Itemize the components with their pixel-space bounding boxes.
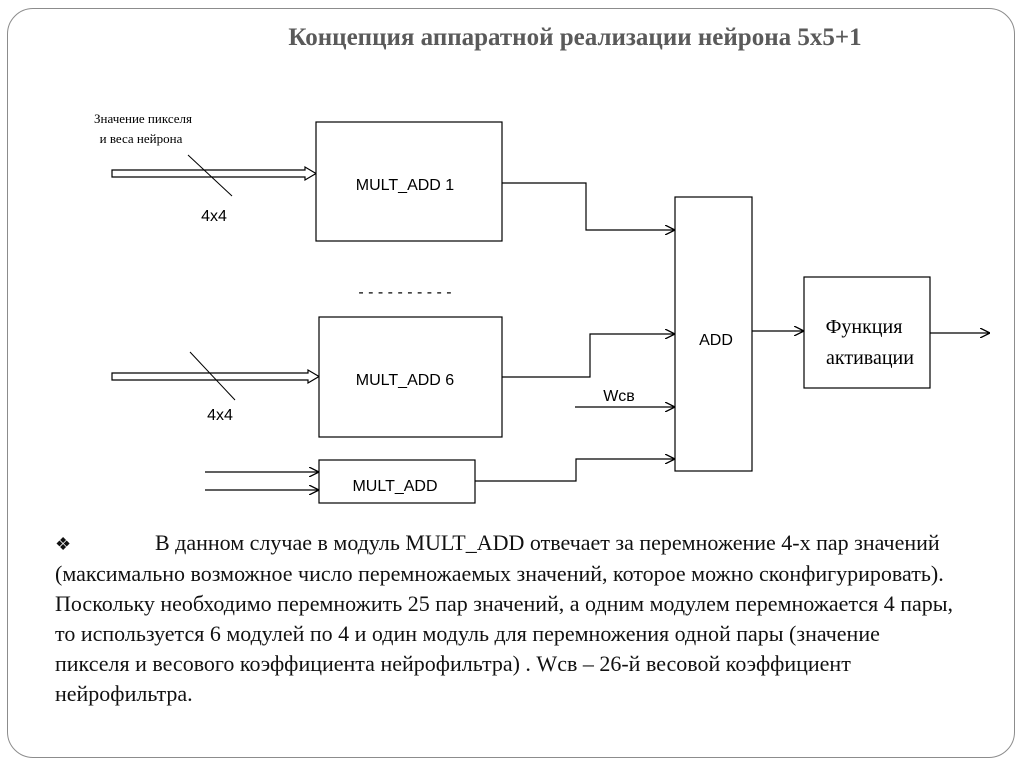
slide-frame <box>7 8 1015 758</box>
mult-add-single-label: MULT_ADD <box>352 478 437 495</box>
activation-label-line1: Функция <box>826 316 903 338</box>
input-bus-arrow-1 <box>111 165 318 182</box>
mult-add-single-block <box>318 459 476 504</box>
activation-label-line2: активации <box>826 347 914 369</box>
bus-slash-1 <box>187 154 233 197</box>
connector-mult-add-6-to-add <box>502 334 675 378</box>
connector-mult-add-single-to-add <box>475 459 675 482</box>
mult-add-6-block <box>318 316 503 438</box>
diamond-bullet-icon: ❖ <box>55 534 72 554</box>
input-bus-arrow-2 <box>111 368 321 385</box>
mult-add-1-block <box>315 121 503 242</box>
description-rest: пар значений (максимально возможное числ… <box>55 530 954 706</box>
connector-mult-add-1-to-add <box>502 182 675 230</box>
bias-label: Wсв <box>603 388 635 405</box>
mult-add-1-label: MULT_ADD 1 <box>356 177 454 194</box>
bus-width-label-1: 4x4 <box>201 208 227 225</box>
bus-slash-2 <box>189 351 236 401</box>
slide-title: Концепция аппаратной реализации нейрона … <box>288 24 862 51</box>
description-text: ❖ В данном случае в модуль MULT_ADD отвеч… <box>55 528 955 709</box>
add-label: ADD <box>699 332 733 349</box>
mult-add-6-label: MULT_ADD 6 <box>356 372 454 389</box>
add-block <box>674 196 753 472</box>
ellipsis-dashes: - - - - - - - - - - <box>358 284 451 301</box>
input-label-line1: Значение пикселя <box>94 111 192 126</box>
bus-width-label-2: 4x4 <box>207 407 233 424</box>
input-label-line2: и веса нейрона <box>100 131 183 146</box>
description-first-line: В данном случае в модуль MULT_ADD отвеча… <box>155 530 811 555</box>
